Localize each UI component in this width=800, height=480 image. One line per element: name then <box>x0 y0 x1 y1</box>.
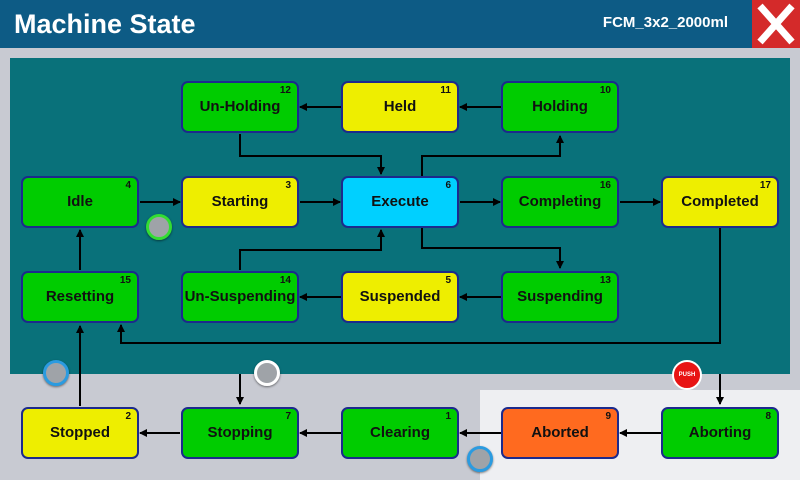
state-un-suspending[interactable]: Un-Suspending 14 <box>181 271 299 323</box>
recipe-name: FCM_3x2_2000ml <box>602 14 728 31</box>
state-number: 10 <box>599 85 611 96</box>
state-label: Aborted <box>531 424 589 441</box>
stop-command-indicator[interactable] <box>254 360 280 386</box>
state-number: 5 <box>445 275 451 286</box>
start-command-indicator[interactable] <box>146 214 172 240</box>
state-label: Completing <box>518 193 602 210</box>
state-held[interactable]: Held 11 <box>341 81 459 133</box>
state-number: 13 <box>599 275 611 286</box>
state-number: 9 <box>605 411 611 422</box>
state-label: Resetting <box>45 288 115 305</box>
close-x-icon <box>757 3 795 45</box>
state-aborted[interactable]: Aborted 9 <box>501 407 619 459</box>
state-number: 17 <box>759 180 771 191</box>
state-label: Holding <box>532 98 588 115</box>
state-label: Suspending <box>517 288 603 305</box>
state-label: Held <box>383 98 417 115</box>
state-number: 6 <box>445 180 451 191</box>
close-button[interactable] <box>752 0 800 48</box>
state-un-holding[interactable]: Un-Holding 12 <box>181 81 299 133</box>
state-label: Stopped <box>50 424 110 441</box>
state-number: 2 <box>125 411 131 422</box>
state-stopping[interactable]: Stopping 7 <box>181 407 299 459</box>
state-number: 16 <box>599 180 611 191</box>
state-number: 8 <box>765 411 771 422</box>
state-label: Suspended <box>359 288 441 305</box>
state-number: 14 <box>279 275 291 286</box>
state-clearing[interactable]: Clearing 1 <box>341 407 459 459</box>
state-holding[interactable]: Holding 10 <box>501 81 619 133</box>
state-label: Starting <box>211 193 269 210</box>
reset-command-indicator[interactable] <box>43 360 69 386</box>
state-label: Execute <box>371 193 429 210</box>
state-number: 3 <box>285 180 291 191</box>
state-completing[interactable]: Completing 16 <box>501 176 619 228</box>
header-bar: Machine State FCM_3x2_2000ml <box>0 0 800 48</box>
state-aborting[interactable]: Aborting 8 <box>661 407 779 459</box>
state-stopped[interactable]: Stopped 2 <box>21 407 139 459</box>
state-label: Aborting <box>688 424 752 441</box>
state-idle[interactable]: Idle 4 <box>21 176 139 228</box>
state-number: 12 <box>279 85 291 96</box>
state-label: Stopping <box>207 424 273 441</box>
state-label: Idle <box>67 193 93 210</box>
page-title: Machine State <box>14 9 196 39</box>
state-resetting[interactable]: Resetting 15 <box>21 271 139 323</box>
state-suspending[interactable]: Suspending 13 <box>501 271 619 323</box>
state-suspended[interactable]: Suspended 5 <box>341 271 459 323</box>
state-label: Un-Suspending <box>184 288 296 305</box>
state-number: 4 <box>125 180 131 191</box>
abort-push-button[interactable]: PUSH <box>672 360 702 390</box>
state-starting[interactable]: Starting 3 <box>181 176 299 228</box>
state-number: 15 <box>119 275 131 286</box>
state-number: 7 <box>285 411 291 422</box>
state-label: Un-Holding <box>199 98 281 115</box>
state-completed[interactable]: Completed 17 <box>661 176 779 228</box>
clear-command-indicator[interactable] <box>467 446 493 472</box>
state-label: Clearing <box>369 424 430 441</box>
state-number: 1 <box>445 411 451 422</box>
state-execute[interactable]: Execute 6 <box>341 176 459 228</box>
state-number: 11 <box>440 85 451 96</box>
state-label: Completed <box>681 193 759 210</box>
